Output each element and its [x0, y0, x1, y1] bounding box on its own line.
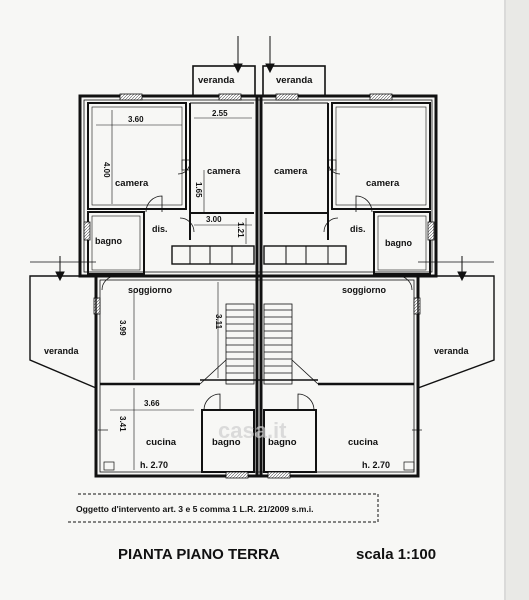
veranda-side-left-label: veranda: [44, 346, 80, 356]
cucina-right-label: cucina: [348, 437, 379, 448]
bagno-top-right-label: bagno: [385, 238, 412, 248]
camera-3-label: camera: [274, 166, 308, 177]
dimension-1-65: 1.65: [194, 182, 203, 198]
note-box: Oggetto d'intervento art. 3 e 5 comma 1 …: [66, 493, 379, 523]
veranda-side-right-label: veranda: [434, 346, 470, 356]
dimension-4-00: 4.00: [102, 162, 111, 178]
dimension-3-00: 3.00: [206, 215, 222, 224]
bagno-bottom-left-label: bagno: [212, 437, 241, 448]
dimension-3-99: 3.99: [118, 320, 127, 336]
dimension-3-60: 3.60: [128, 115, 144, 124]
veranda-top-right-label: veranda: [276, 75, 313, 86]
height-right-label: h. 2.70: [362, 460, 390, 470]
cucina-left-label: cucina: [146, 437, 177, 448]
entrance-arrows: [55, 36, 467, 282]
camera-1-label: camera: [115, 178, 149, 189]
height-left-label: h. 2.70: [140, 460, 168, 470]
side-verandas: [29, 261, 495, 390]
fixtures: [98, 159, 422, 471]
dimension-1-21: 1.21: [236, 222, 245, 238]
soggiorno-right-label: soggiorno: [342, 285, 386, 295]
dimension-lines: [96, 110, 252, 470]
dimension-3-66: 3.66: [144, 399, 160, 408]
camera-4-label: camera: [366, 178, 400, 189]
dis-right-label: dis.: [350, 224, 366, 234]
stairs: [199, 303, 319, 385]
soggiorno-left-label: soggiorno: [128, 285, 172, 295]
dimension-3-11: 3.11: [214, 314, 223, 330]
plan-scale: scala 1:100: [356, 546, 436, 563]
camera-2-label: camera: [207, 166, 241, 177]
bagno-top-left-label: bagno: [95, 236, 122, 246]
bagno-bottom-right-label: bagno: [268, 437, 297, 448]
dimension-2-55: 2.55: [212, 109, 228, 118]
doors: [101, 161, 413, 411]
plan-title: PIANTA PIANO TERRA: [118, 546, 280, 563]
veranda-top-left-label: veranda: [198, 75, 235, 86]
dis-left-label: dis.: [152, 224, 168, 234]
windows: [83, 93, 435, 479]
intervention-note: Oggetto d'intervento art. 3 e 5 comma 1 …: [76, 504, 314, 514]
dimension-3-41: 3.41: [118, 416, 127, 432]
watermark: casa.it: [218, 418, 287, 443]
